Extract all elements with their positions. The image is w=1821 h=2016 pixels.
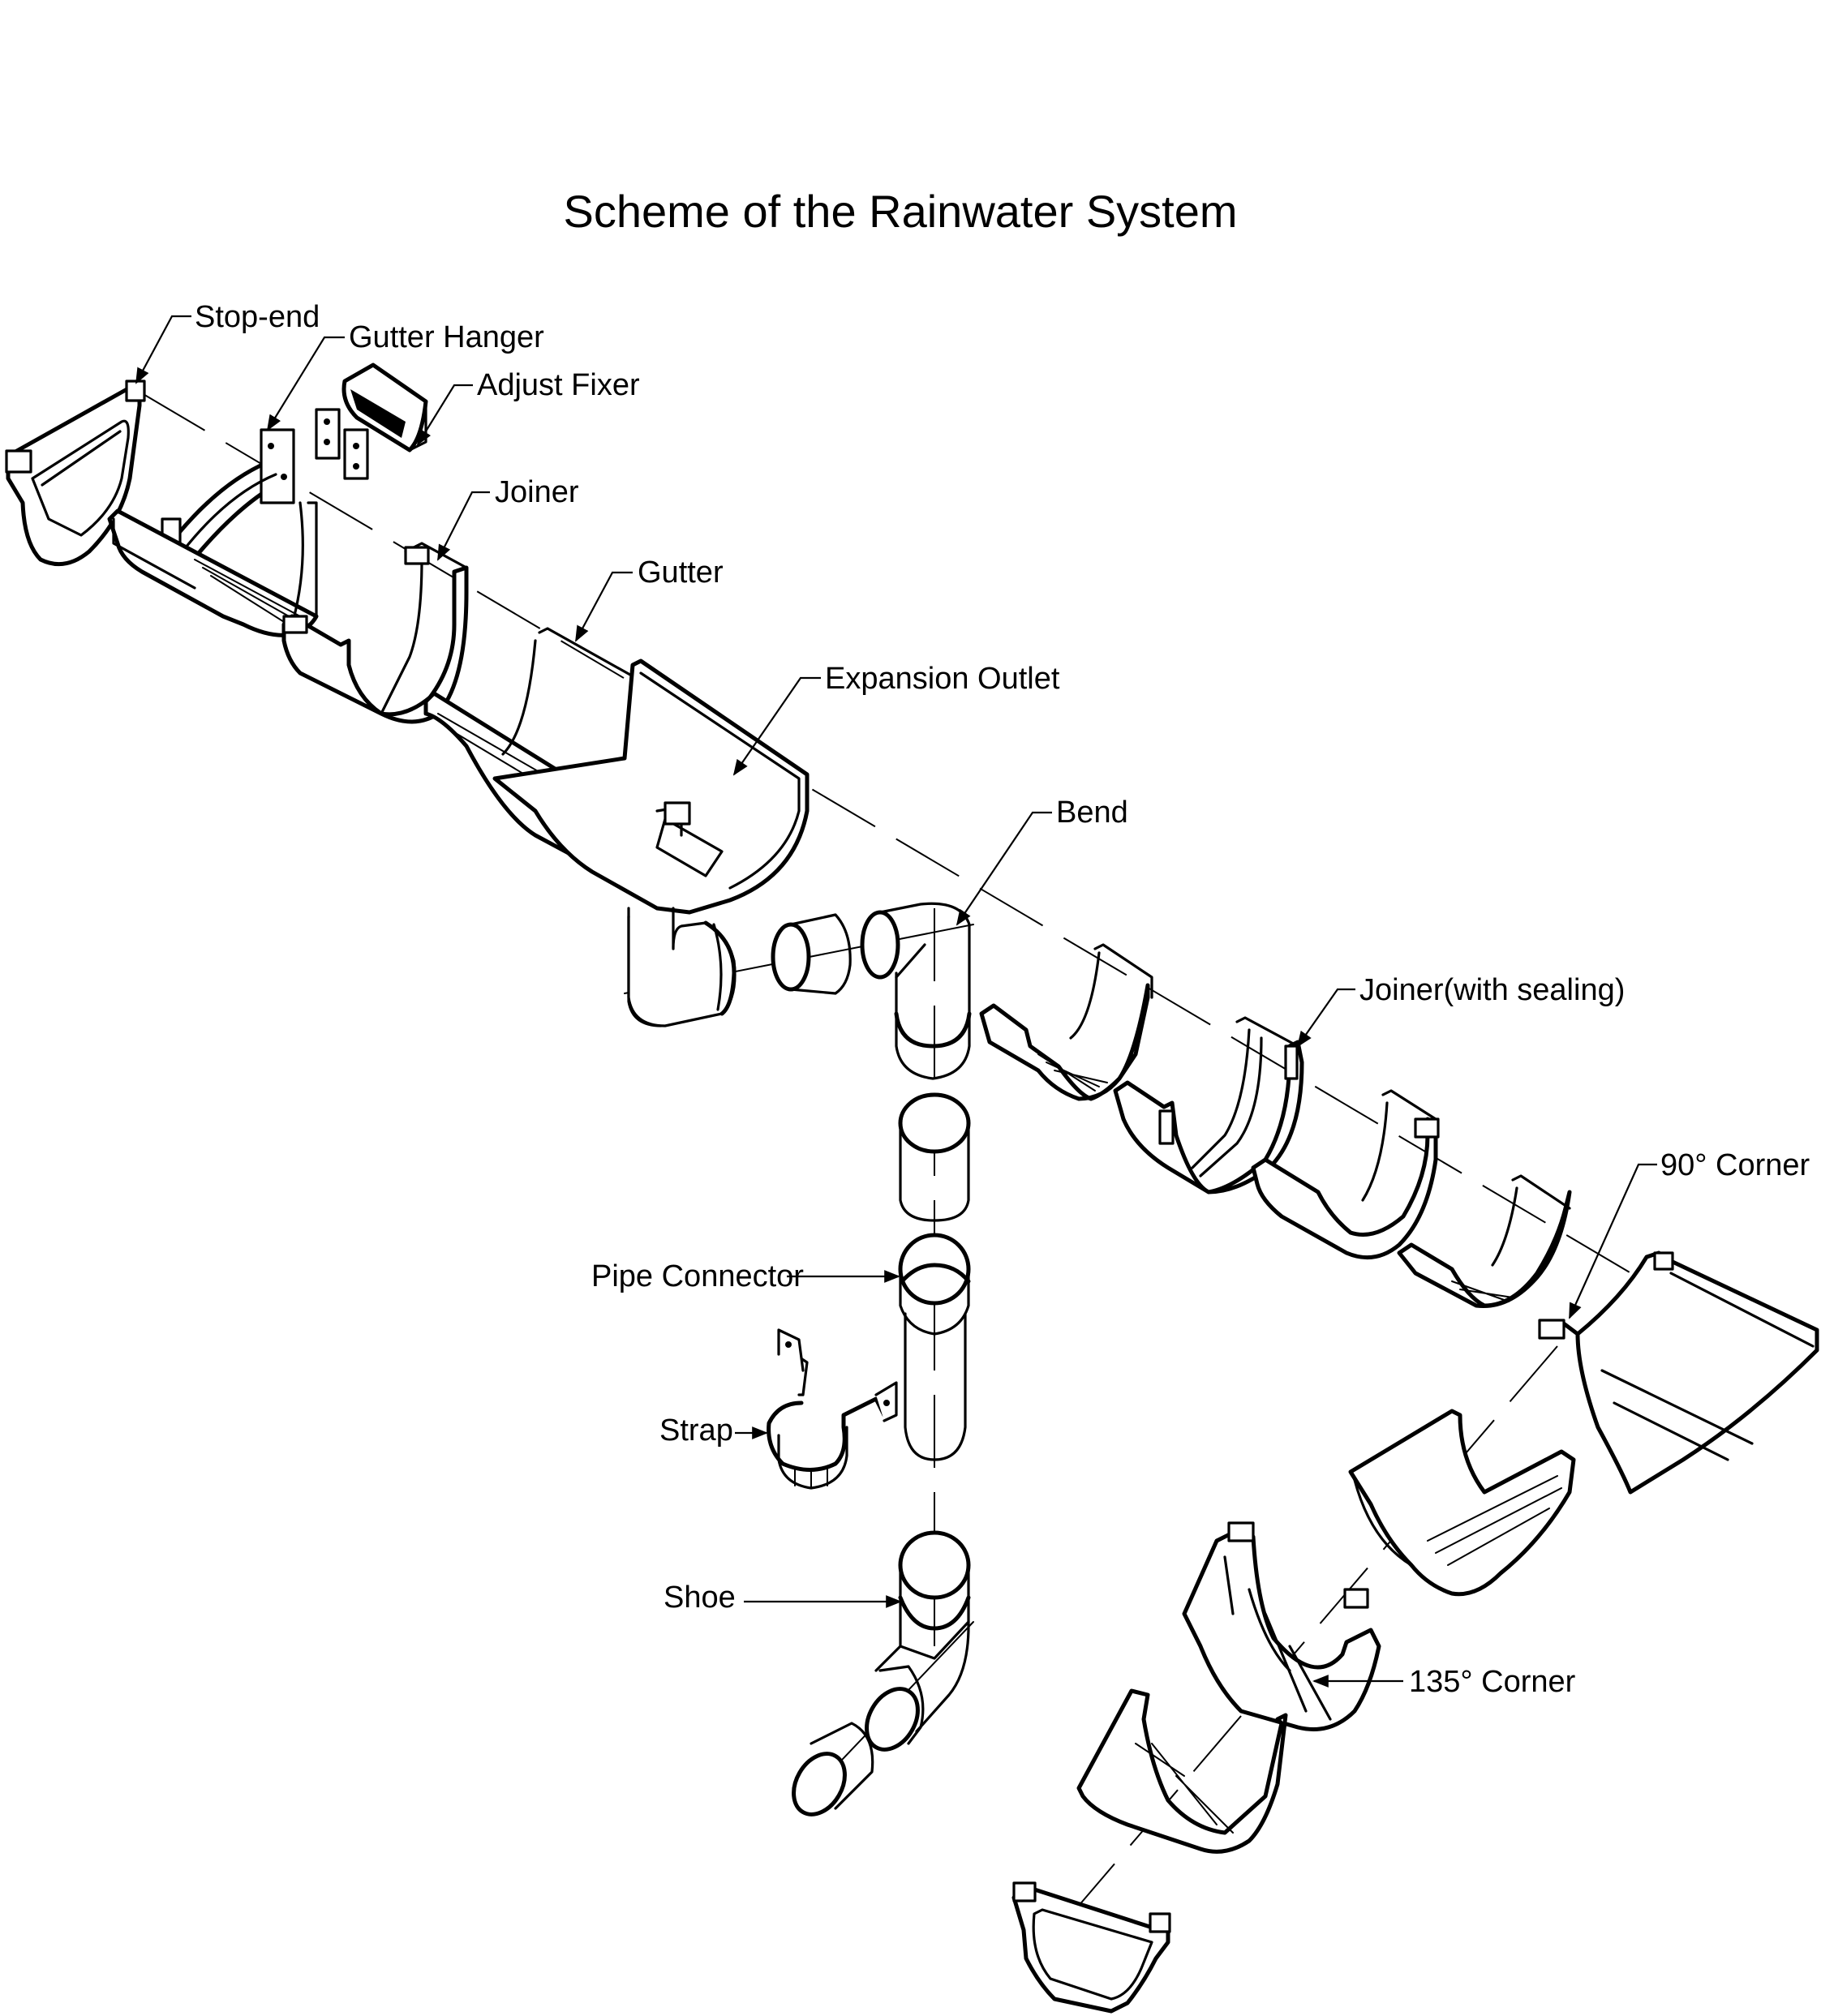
gutter-part-3: [979, 943, 1153, 1101]
stop-end-part-2: [1011, 1881, 1171, 2014]
svg-text:Joiner: Joiner: [495, 475, 579, 509]
label-joiner-with-sealing: Joiner(with sealing): [1296, 973, 1625, 1048]
pipe-connector-part: [898, 1233, 971, 1461]
label-corner-90: 90° Corner: [1568, 1148, 1810, 1319]
bend-part: [860, 902, 972, 1080]
gutter-part-7: [1076, 1688, 1288, 1854]
gutter-part-6: [1348, 1409, 1576, 1597]
joiner-with-sealing-part: [1113, 1016, 1304, 1195]
svg-text:Stop-end: Stop-end: [195, 300, 320, 334]
svg-text:Shoe: Shoe: [664, 1581, 736, 1615]
svg-text:135° Corner: 135° Corner: [1409, 1665, 1576, 1699]
label-pipe-connector: Pipe Connector: [591, 1259, 900, 1293]
svg-text:Gutter Hanger: Gutter Hanger: [349, 320, 544, 354]
label-shoe: Shoe: [664, 1581, 902, 1615]
svg-text:Strap: Strap: [659, 1413, 733, 1448]
label-expansion-outlet: Expansion Outlet: [732, 662, 1060, 776]
label-joiner: Joiner: [437, 475, 579, 561]
corner-90-part: [1538, 1250, 1819, 1495]
svg-text:Gutter: Gutter: [638, 555, 724, 590]
label-corner-135: 135° Corner: [1312, 1665, 1576, 1699]
pipe-coupling-part: [771, 913, 852, 995]
label-gutter-hanger: Gutter Hanger: [266, 320, 544, 431]
gutter-part-5: [1397, 1174, 1572, 1309]
label-strap: Strap: [659, 1413, 768, 1448]
svg-text:Adjust Fixer: Adjust Fixer: [477, 368, 640, 402]
adjust-fixer-part: [315, 362, 428, 480]
corner-135-part: [1182, 1521, 1381, 1731]
label-stop-end: Stop-end: [135, 300, 320, 384]
gutter-part-1: [107, 501, 319, 637]
label-gutter: Gutter: [575, 555, 724, 642]
label-bend: Bend: [956, 796, 1128, 926]
svg-text:Pipe Connector: Pipe Connector: [591, 1259, 804, 1293]
svg-text:Bend: Bend: [1056, 796, 1128, 830]
label-adjust-fixer: Adjust Fixer: [416, 368, 640, 446]
strap-part: [767, 1328, 898, 1490]
joiner-part-1: [281, 542, 469, 724]
downpipe-part: [898, 1092, 971, 1222]
shoe-part: [792, 1530, 971, 1817]
outlet-bend-part: [627, 915, 737, 1027]
diagram-title: Scheme of the Rainwater System: [563, 186, 1237, 237]
stop-end-part: [5, 380, 146, 567]
expansion-outlet-part: [492, 658, 810, 1027]
gutter-part-4: [1251, 1089, 1440, 1260]
svg-text:Expansion Outlet: Expansion Outlet: [825, 662, 1060, 696]
svg-text:90° Corner: 90° Corner: [1660, 1148, 1810, 1182]
svg-text:Joiner(with sealing): Joiner(with sealing): [1359, 973, 1625, 1007]
